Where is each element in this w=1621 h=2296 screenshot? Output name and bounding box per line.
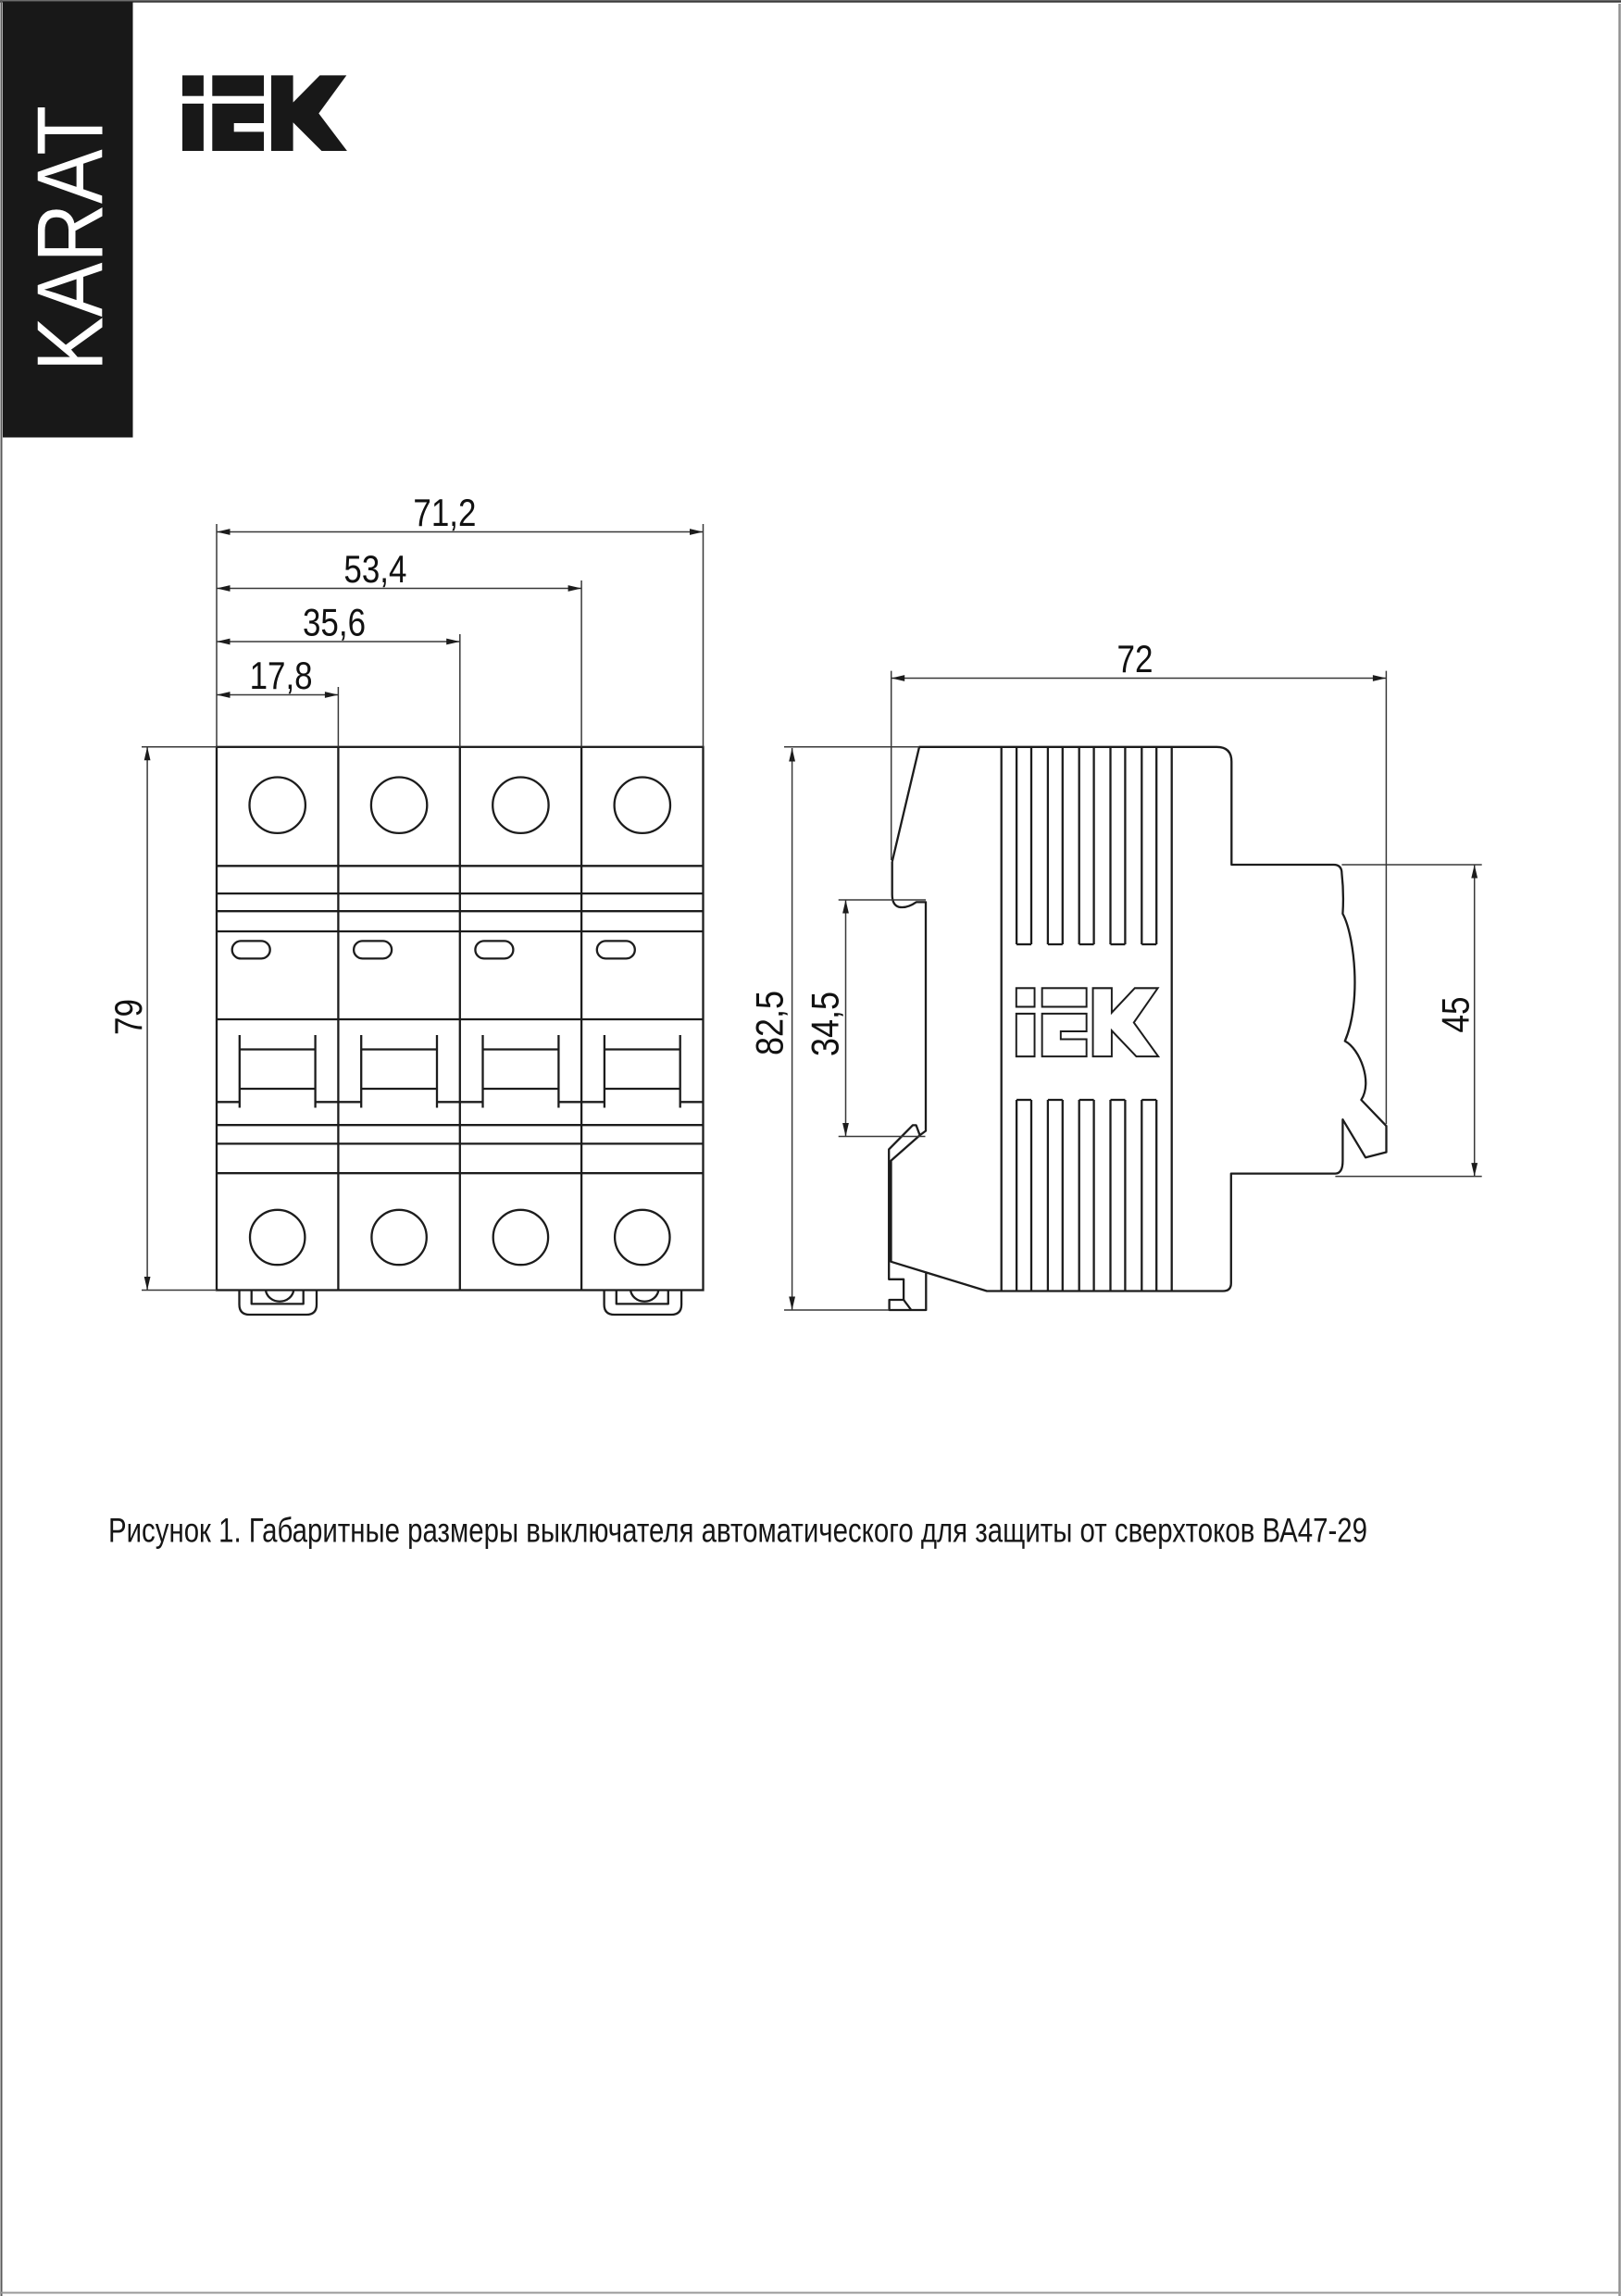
svg-text:79: 79 [106, 999, 150, 1035]
svg-text:34,5: 34,5 [804, 992, 847, 1056]
svg-text:Рисунок 1. Габаритные размеры: Рисунок 1. Габаритные размеры выключател… [108, 1512, 1367, 1550]
svg-text:71,2: 71,2 [413, 491, 476, 534]
svg-text:35,6: 35,6 [303, 601, 366, 644]
svg-text:45: 45 [1434, 997, 1478, 1033]
svg-text:KARAT: KARAT [19, 106, 123, 371]
svg-text:53,4: 53,4 [343, 547, 406, 591]
svg-text:72: 72 [1117, 637, 1153, 680]
svg-text:82,5: 82,5 [748, 991, 792, 1055]
svg-text:17,8: 17,8 [250, 654, 313, 697]
